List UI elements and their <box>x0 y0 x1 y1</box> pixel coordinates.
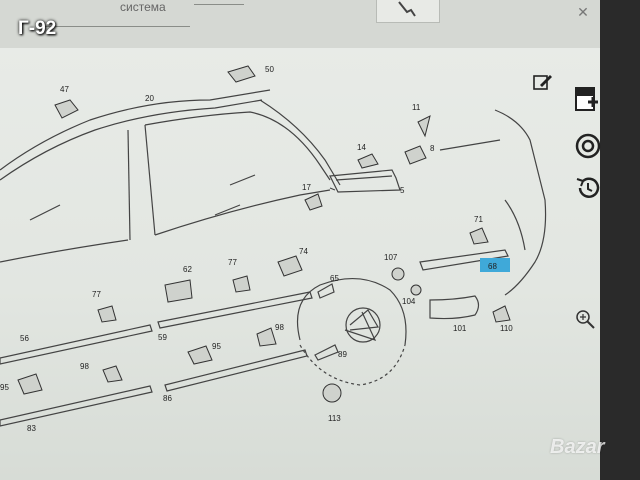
label-98b: 98 <box>80 362 89 371</box>
label-83: 83 <box>27 424 36 433</box>
label-95b: 95 <box>0 383 9 392</box>
rear-reflector <box>429 295 480 320</box>
label-17: 17 <box>302 183 311 192</box>
rear-bumper-contour <box>494 109 547 296</box>
clip-77a <box>232 275 251 293</box>
strip-56 <box>0 324 153 365</box>
part-65 <box>317 283 335 299</box>
screw-11 <box>417 115 431 138</box>
target-icon[interactable] <box>574 132 602 165</box>
parts-diagram: 47 50 20 11 14 8 5 17 71 68 74 62 77 65 … <box>0 65 547 433</box>
clip-95a <box>187 345 213 365</box>
zoom-in-icon[interactable] <box>574 308 598 337</box>
seam <box>329 187 336 191</box>
label-5: 5 <box>400 186 405 195</box>
add-page-icon[interactable] <box>572 86 600 119</box>
top-bar: система ✕ <box>0 0 600 48</box>
top-field-underline-2 <box>194 4 244 5</box>
bazar-watermark: Bazar <box>550 436 605 458</box>
grommet-107 <box>391 267 405 281</box>
label-86: 86 <box>163 394 172 403</box>
screw-17 <box>304 193 323 211</box>
roof-rail <box>0 99 263 181</box>
clip-98a <box>256 327 277 347</box>
label-104: 104 <box>402 297 416 306</box>
label-101: 101 <box>453 324 467 333</box>
label-62: 62 <box>183 265 192 274</box>
window-sill <box>0 239 129 263</box>
b-pillar-2 <box>144 124 156 236</box>
label-107: 107 <box>384 253 398 262</box>
plate-5 <box>329 169 401 193</box>
emblem-ring <box>345 307 381 343</box>
label-77a: 77 <box>228 258 237 267</box>
hatch-3 <box>29 204 61 221</box>
rear-window-frame <box>144 111 331 181</box>
hatch-2 <box>229 174 256 186</box>
edit-pencil-icon[interactable] <box>532 72 554 97</box>
window-bottom <box>154 189 331 236</box>
pin-icon <box>398 1 416 17</box>
label-98a: 98 <box>275 323 284 332</box>
wheel-arch-lower <box>299 344 406 386</box>
c-pillar <box>259 99 341 186</box>
clip-95b <box>17 373 43 395</box>
listing-title-overlay: Г-92 <box>18 18 57 39</box>
label-50: 50 <box>265 65 274 74</box>
clip-77b <box>97 305 117 323</box>
b-pillar <box>127 129 131 241</box>
label-77b: 77 <box>92 290 101 299</box>
close-icon[interactable]: ✕ <box>577 4 589 20</box>
top-tool-box[interactable] <box>376 0 440 23</box>
label-11: 11 <box>412 103 421 112</box>
label-71: 71 <box>474 215 483 224</box>
label-59: 59 <box>158 333 167 342</box>
clip-50 <box>227 65 256 83</box>
roof-line <box>0 89 271 171</box>
label-56: 56 <box>20 334 29 343</box>
tail-line <box>504 199 526 251</box>
clip-8 <box>404 145 427 165</box>
clip-62 <box>164 279 193 303</box>
part-89 <box>314 344 339 361</box>
label-95a: 95 <box>212 342 221 351</box>
label-89: 89 <box>338 350 347 359</box>
clip-74 <box>277 255 303 277</box>
clip-98b <box>102 365 123 383</box>
clip-47 <box>54 99 79 119</box>
label-113: 113 <box>328 414 341 423</box>
strip-59 <box>157 291 313 329</box>
highlight-badge <box>480 258 510 272</box>
label-65: 65 <box>330 274 339 283</box>
label-74: 74 <box>299 247 308 256</box>
label-110: 110 <box>500 324 513 333</box>
trunk-line <box>439 139 501 151</box>
history-icon[interactable] <box>574 174 602 207</box>
strip-83 <box>0 385 153 427</box>
plate-5-inner <box>335 175 393 181</box>
clip-110 <box>492 305 511 323</box>
clip-14 <box>357 153 379 169</box>
label-68: 68 <box>488 262 497 271</box>
label-8: 8 <box>430 144 435 153</box>
top-field-underline <box>40 26 190 27</box>
star-emblem <box>344 309 379 342</box>
hatch-1 <box>214 204 241 216</box>
label-47: 47 <box>60 85 69 94</box>
grommet-113 <box>322 383 342 403</box>
clip-71 <box>469 227 489 245</box>
grommet-104 <box>410 284 422 296</box>
part-labels: 47 50 20 11 14 8 5 17 71 68 74 62 77 65 … <box>0 65 513 433</box>
clips <box>17 65 511 403</box>
right-toolbar <box>575 0 640 480</box>
label-20: 20 <box>145 94 154 103</box>
wheel-arch <box>296 277 407 346</box>
top-field-label: система <box>120 0 166 14</box>
label-14: 14 <box>357 143 366 152</box>
car-outline <box>0 89 547 427</box>
rear-molding-68 <box>419 249 509 271</box>
strip-86 <box>164 349 308 392</box>
